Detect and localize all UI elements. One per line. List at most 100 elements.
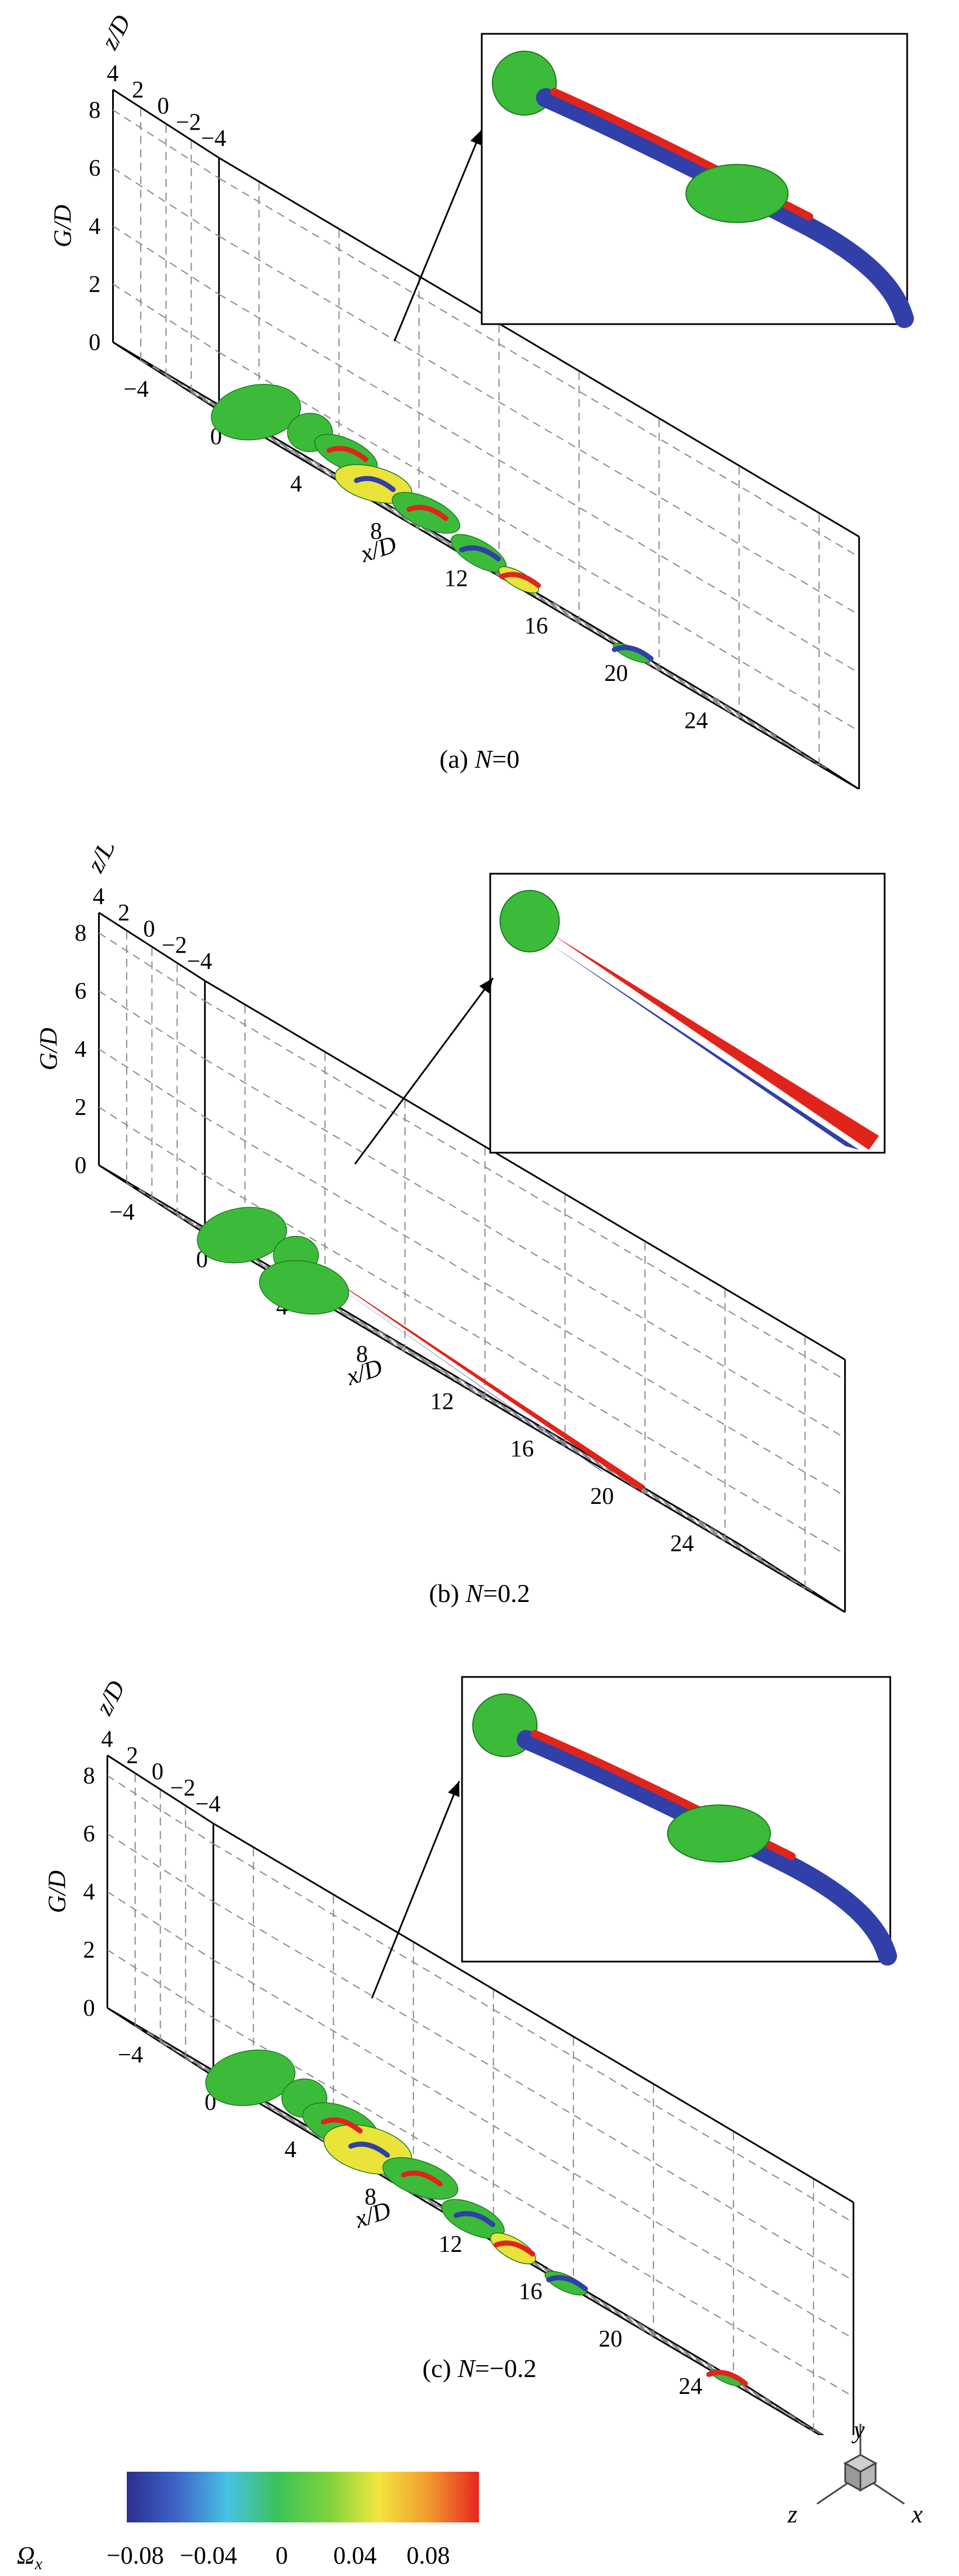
panel-c-caption-suffix: =−0.2 [474, 2354, 537, 2383]
grid-lines [112, 107, 860, 772]
inset-sphere-structure [499, 889, 560, 953]
x-tick-label: 16 [519, 2279, 543, 2305]
z-axis-title: z/D [90, 1676, 131, 1720]
y-tick-label: 6 [75, 979, 87, 1004]
z-tick-label: −2 [176, 109, 201, 135]
box-edge-left-top [98, 911, 206, 982]
grid-back-horizontal [219, 236, 860, 616]
panel-a-caption-var: N [474, 745, 492, 773]
zoom-arrow-line [354, 977, 494, 1165]
x-axis-title: x/D [343, 1353, 386, 1391]
colorbar-symbol-subscript: x [34, 2555, 43, 2573]
z-tick-label: 2 [118, 900, 130, 926]
wake-vortex-core [401, 2170, 443, 2187]
y-tick-label: 6 [89, 156, 101, 182]
wake-vortex-core [354, 476, 396, 492]
x-tick-label: 12 [439, 2232, 463, 2258]
y-tick-label: 2 [83, 1937, 95, 1963]
grid-floor-transverse [552, 602, 660, 671]
panel-a-caption-suffix: =0 [492, 745, 520, 773]
vortex-structures [205, 2050, 748, 2387]
grid-left-horizontal [98, 990, 206, 1060]
z-tick-label: 0 [157, 94, 169, 119]
sphere-shell-structure [205, 2050, 296, 2106]
colorbar-gradient [127, 2472, 479, 2522]
box-edge-left-top [106, 1754, 214, 1825]
z-tick-label: −2 [170, 1775, 196, 1801]
y-axis-title: G/D [49, 205, 77, 247]
wake-vortex-core [326, 446, 368, 462]
zoom-arrow-head [479, 978, 493, 994]
grid-back-horizontal [219, 352, 860, 732]
wake-vortex-core [321, 2117, 363, 2134]
triad-z-label: z [787, 2500, 797, 2528]
inset-vortex-core-negative [536, 88, 914, 328]
grid-back-horizontal [219, 294, 860, 674]
wake-vortex-core [494, 2240, 535, 2257]
zoom-inset-content [472, 1693, 897, 1966]
panel-a-caption: (a) N=0 [0, 744, 959, 774]
triad-cube-right [859, 2462, 877, 2492]
wake-vortex-core [611, 645, 654, 661]
box-edge-back-bottom [218, 409, 860, 789]
zoom-arrow [371, 1781, 460, 1999]
triad-x-label: x [911, 2500, 923, 2528]
x-tick-label: 20 [591, 1484, 614, 1510]
zoom-arrow-line [371, 1781, 460, 1999]
zoom-arrow-head [470, 130, 482, 146]
zoom-arrow [354, 977, 494, 1165]
y-axis-title: G/D [43, 1870, 71, 1913]
orientation-triad [816, 2424, 905, 2505]
box-edge-back-bottom [212, 2075, 822, 2435]
grid-back-horizontal [205, 1059, 846, 1439]
y-tick-label: 0 [89, 330, 101, 356]
z-tick-label: 0 [152, 1759, 163, 1785]
box-edge-back-top [212, 1822, 854, 2203]
wake-vortex-core [706, 2370, 748, 2386]
y-tick-label: 2 [75, 1095, 87, 1121]
wake-vortex-core [499, 572, 541, 588]
colorbar-tick-label: 0.08 [407, 2542, 450, 2569]
vortex-structures [197, 1207, 645, 1491]
triad-y-label: y [851, 2424, 865, 2444]
z-tick-label: 4 [107, 61, 119, 87]
y-tick-label: 8 [75, 920, 87, 946]
grid-back-horizontal [205, 1117, 846, 1497]
z-axis-title: z/D [95, 10, 136, 54]
vortex-structures [211, 384, 654, 663]
grid-left-horizontal [106, 1949, 214, 2019]
y-tick-label: 2 [89, 272, 101, 298]
panel-c-caption-prefix: (c) [422, 2354, 458, 2383]
colorbar-symbol-main: Ω [17, 2542, 35, 2569]
grid-lines [106, 1773, 854, 2435]
colorbar-symbol: Ωx [17, 2542, 43, 2573]
zoom-arrow [393, 129, 483, 342]
inset-hairpin-structure [685, 163, 789, 223]
z-tick-label: −4 [201, 126, 227, 152]
inset-hairpin-structure [667, 1804, 771, 1863]
grid-back-horizontal [213, 1843, 854, 2223]
panel-b-caption-prefix: (b) [429, 1579, 466, 1608]
box-edge-back-top [204, 980, 846, 1361]
x-tick-label: 24 [679, 2374, 703, 2400]
wake-vortex-structure [382, 2157, 459, 2200]
x-tick-label: 24 [685, 708, 708, 734]
y-tick-label: 0 [75, 1153, 87, 1179]
x-tick-label: 8 [356, 1342, 368, 1367]
sphere-shell-structure [197, 1207, 287, 1264]
x-tick-label: −4 [109, 1200, 135, 1225]
x-axis-title: x/D [351, 2196, 394, 2234]
x-tick-label: 8 [365, 2184, 376, 2210]
sphere-shell-structure [211, 384, 301, 441]
wake-vortex-core [348, 2141, 390, 2158]
wake-vortex-core [546, 2275, 588, 2291]
colorbar-tick-label: 0.04 [334, 2542, 377, 2569]
x-tick-label: 8 [370, 519, 382, 545]
z-tick-label: −4 [196, 1791, 221, 1817]
panel-a-caption-prefix: (a) [439, 745, 475, 773]
wake-tail-positive [312, 1265, 645, 1491]
panel-b-caption: (b) N=0.2 [0, 1578, 959, 1608]
